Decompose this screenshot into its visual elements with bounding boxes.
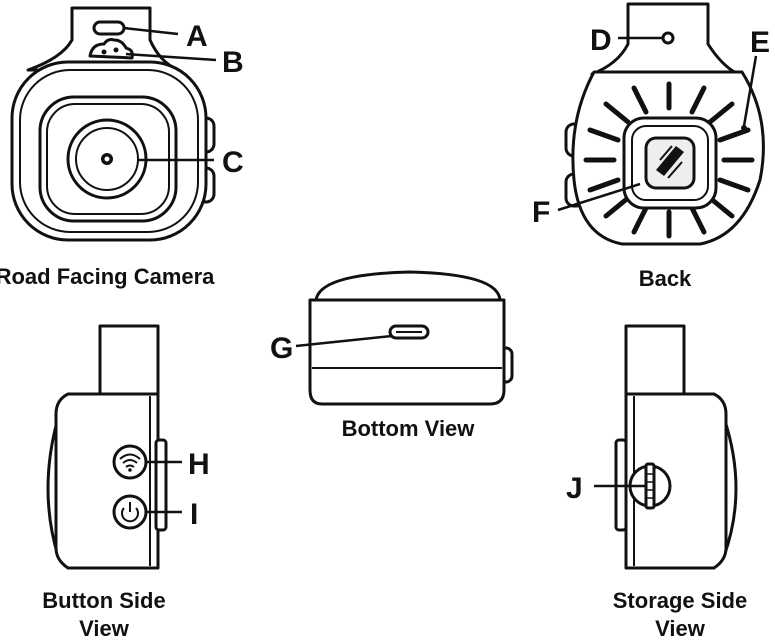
caption-road-facing-camera: Road Facing Camera <box>0 264 215 289</box>
callout-e: E <box>750 26 770 59</box>
ventilation-ribs <box>583 81 755 239</box>
camera-lens-icon <box>66 118 148 200</box>
power-button[interactable] <box>112 494 148 530</box>
back-view <box>564 2 765 246</box>
caption-button-side-line2: View <box>79 616 130 641</box>
callout-h: H <box>188 448 210 481</box>
vent-holes <box>88 38 134 60</box>
caption-back: Back <box>639 266 692 291</box>
callout-a: A <box>186 20 208 53</box>
wifi-button[interactable] <box>112 444 148 480</box>
callout-j: J <box>566 472 583 505</box>
power-icon <box>121 502 139 523</box>
bottom-view <box>308 270 514 406</box>
caption-bottom-view: Bottom View <box>342 416 476 441</box>
callout-i: I <box>190 498 198 531</box>
callout-f: F <box>532 196 550 229</box>
indicator-hole <box>661 31 675 45</box>
callout-g: G <box>270 332 293 365</box>
top-slot <box>92 20 126 36</box>
magnetic-mount-logo-icon <box>644 136 696 190</box>
callout-b: B <box>222 46 244 79</box>
caption-storage-side-line1: Storage Side <box>613 588 747 613</box>
road-facing-camera-view <box>10 6 216 242</box>
button-side-view <box>46 324 168 570</box>
caption-storage-side-line2: View <box>655 616 706 641</box>
caption-button-side-line1: Button Side <box>42 588 165 613</box>
status-light <box>741 125 747 131</box>
wifi-icon <box>119 453 141 472</box>
callout-c: C <box>222 146 244 179</box>
storage-side-view <box>614 324 738 570</box>
callout-d: D <box>590 24 612 57</box>
